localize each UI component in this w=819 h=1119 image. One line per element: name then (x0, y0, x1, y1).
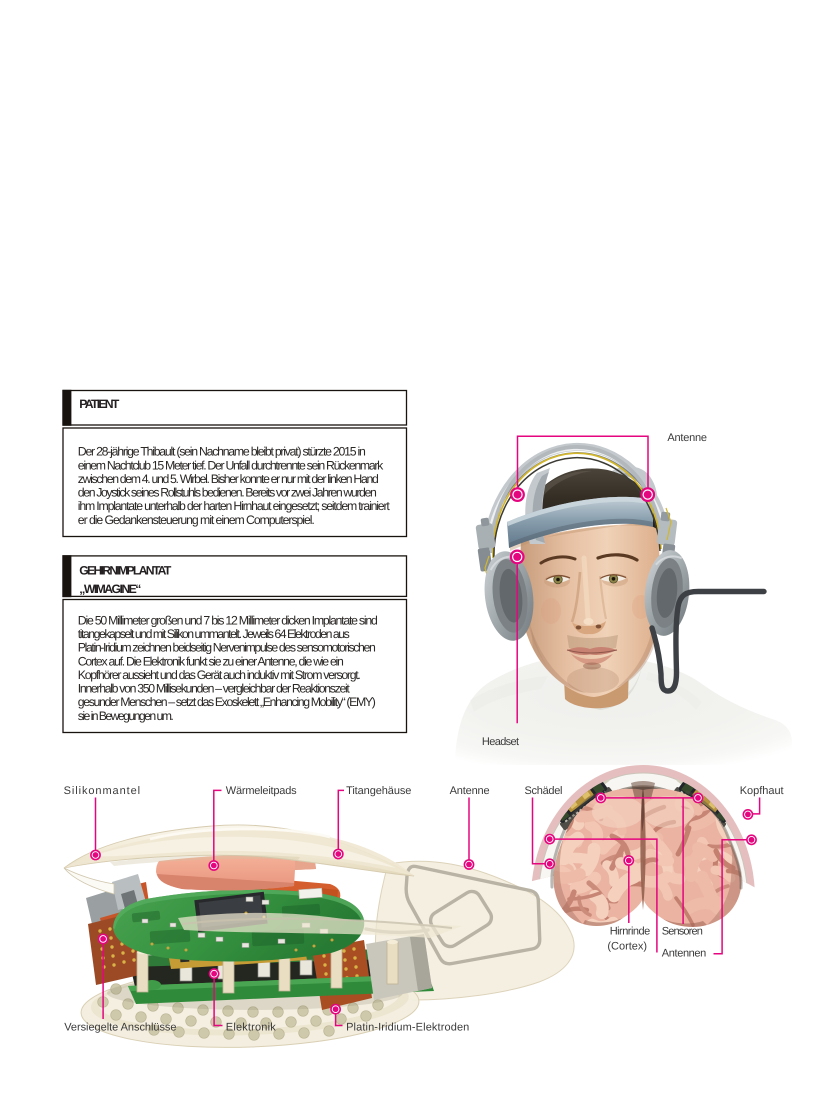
svg-text:sie in Bewegungen um.: sie in Bewegungen um. (78, 709, 174, 723)
svg-text:PATIENT: PATIENT (79, 397, 120, 411)
svg-text:Sensoren: Sensoren (662, 926, 703, 938)
svg-text:GEHIRNIMPLANTAT: GEHIRNIMPLANTAT (79, 564, 172, 578)
svg-text:Schädel: Schädel (525, 785, 563, 797)
svg-text:Innerhalb von 350 Millisekunde: Innerhalb von 350 Millisekunden – vergle… (78, 682, 351, 696)
svg-text:Platin-Iridium-Elektroden: Platin-Iridium-Elektroden (346, 1022, 469, 1034)
svg-text:Platin-Iridium zeichnen beidse: Platin-Iridium zeichnen beidseitig Nerve… (78, 641, 376, 655)
svg-text:Wärmeleitpads: Wärmeleitpads (226, 785, 297, 797)
svg-text:Kopfhaut: Kopfhaut (740, 785, 784, 797)
svg-text:„WIMAGINE“: „WIMAGINE“ (79, 582, 141, 596)
svg-text:ihm Implantate unterhalb der h: ihm Implantate unterhalb der harten Hirn… (78, 499, 391, 513)
svg-text:(Cortex): (Cortex) (607, 941, 647, 953)
svg-text:gesunder Menschen – setzt das: gesunder Menschen – setzt das Exoskelett… (78, 695, 376, 709)
svg-text:Kopfhörer aussieht und das Ger: Kopfhörer aussieht und das Gerät auch in… (78, 668, 361, 682)
svg-text:Die 50 Millimeter großen und 7: Die 50 Millimeter großen und 7 bis 12 Mi… (78, 614, 378, 628)
svg-text:zwischen dem 4. und 5. Wirbel.: zwischen dem 4. und 5. Wirbel. Bisher ko… (78, 472, 379, 486)
svg-text:Hirnrinde: Hirnrinde (610, 926, 651, 938)
svg-text:Headset: Headset (482, 736, 519, 748)
svg-text:Der 28-jährige Thibault (sein: Der 28-jährige Thibault (sein Nachname b… (78, 445, 366, 459)
svg-text:er die Gedankensteuerung mit e: er die Gedankensteuerung mit einem Compu… (78, 513, 315, 527)
svg-text:Elektronik: Elektronik (226, 1022, 276, 1034)
svg-text:den Joystick seines Rollstuhls: den Joystick seines Rollstuhls bedienen.… (78, 486, 377, 500)
svg-text:Titangehäuse: Titangehäuse (346, 785, 411, 797)
svg-text:einem Nachtclub 15 Meter tief.: einem Nachtclub 15 Meter tief. Der Unfal… (78, 458, 384, 472)
svg-text:Antennen: Antennen (662, 948, 707, 960)
svg-text:Silikonmantel: Silikonmantel (64, 785, 141, 797)
svg-text:Antenne: Antenne (667, 432, 707, 444)
svg-text:Cortex auf. Die Elektronik fun: Cortex auf. Die Elektronik funkt sie zu … (78, 654, 344, 668)
svg-text:Versiegelte Anschlüsse: Versiegelte Anschlüsse (64, 1022, 176, 1034)
svg-text:titangekapselt und mit Silikon: titangekapselt und mit Silikon ummantelt… (78, 627, 350, 641)
svg-text:Antenne: Antenne (450, 785, 490, 797)
